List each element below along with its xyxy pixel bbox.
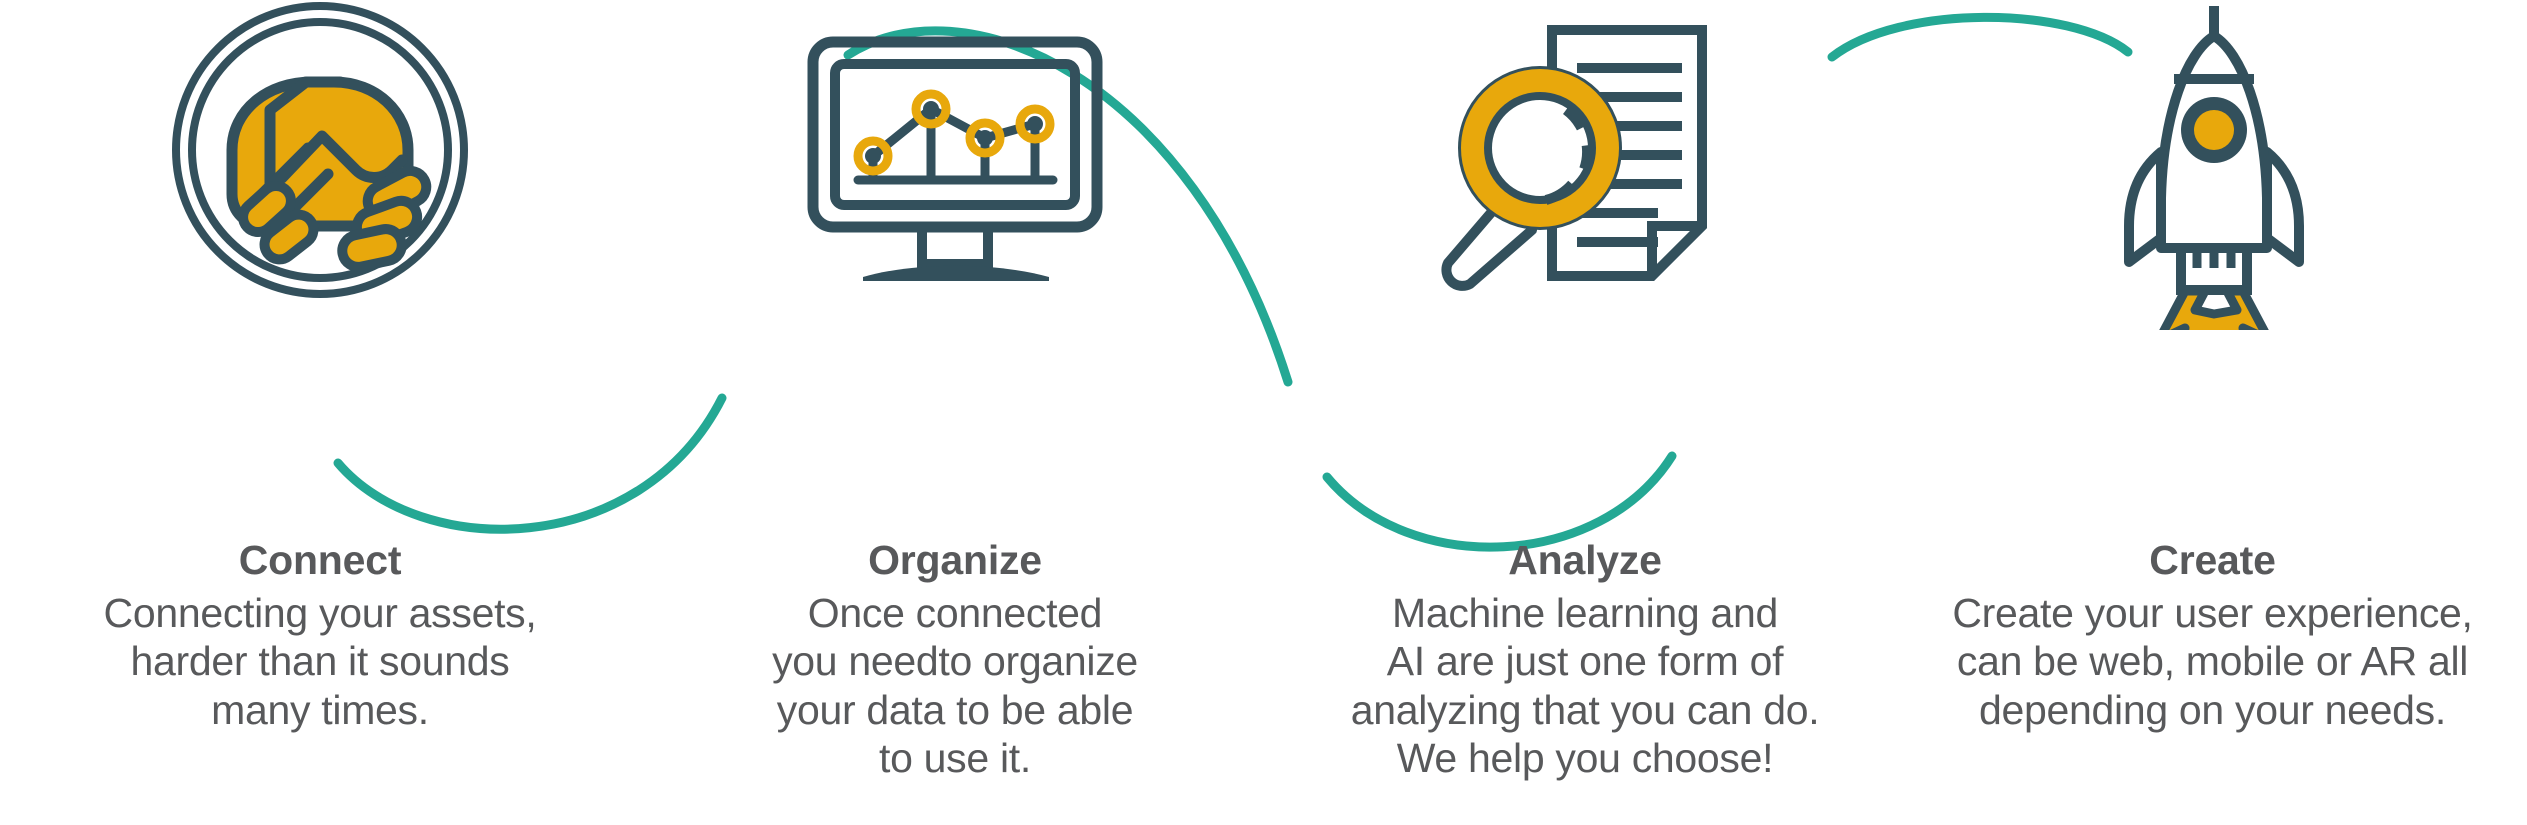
step-body-line: Connecting your assets,	[103, 590, 537, 636]
monitor-screen	[830, 59, 1080, 210]
handshake-circle-icon	[172, 2, 468, 298]
document-fold	[1647, 221, 1702, 276]
step-title-connect: Connect	[238, 537, 402, 583]
rocket-porthole	[2180, 97, 2247, 163]
inner-ring	[188, 18, 452, 282]
rocket-flame	[2158, 286, 2269, 330]
monitor-bezel	[807, 36, 1103, 233]
step-body-line: depending on your needs.	[1979, 686, 2446, 733]
step-body-line: AI are just one form of	[1386, 638, 1784, 685]
step-body-line: We help you choose!	[1396, 735, 1774, 782]
step-body-line: Machine learning and	[1391, 590, 1779, 636]
handshake-glyph	[226, 76, 432, 272]
step-title-organize: Organize	[868, 537, 1042, 583]
step-body-line: your data to be able	[776, 686, 1134, 733]
step-body-line: Once connected	[807, 590, 1103, 636]
rocket-launch-icon	[2123, 6, 2304, 330]
icon-row	[0, 0, 2527, 540]
rocket-fin-right	[2261, 147, 2304, 267]
magnifier-document-icon	[1441, 25, 1707, 291]
chart-markers	[853, 89, 1055, 176]
text-block-organize: Organize Once connected you needto organ…	[640, 540, 1270, 825]
step-body-line: to use it.	[879, 735, 1031, 782]
step-body-create: Create your user experience, can be web,…	[1898, 589, 2527, 734]
rocket-fin-left	[2123, 147, 2166, 267]
rocket-nozzle-ticks	[2192, 248, 2235, 268]
monitor-neck	[917, 222, 993, 269]
icon-cell-analyze	[1270, 0, 1900, 540]
magnifier-lens	[1458, 66, 1622, 230]
step-body-line: many times.	[211, 686, 429, 733]
step-body-analyze: Machine learning and AI are just one for…	[1268, 589, 1902, 783]
icon-cell-organize	[640, 0, 1270, 540]
step-body-line: analyzing that you can do.	[1350, 686, 1820, 733]
step-title-create: Create	[2149, 537, 2276, 583]
chart-series-line	[868, 104, 1040, 161]
step-title-analyze: Analyze	[1508, 537, 1662, 583]
step-body-connect: Connecting your assets, harder than it s…	[0, 589, 640, 734]
icon-cell-create	[1900, 0, 2527, 540]
step-body-organize: Once connected you needto organize your …	[640, 589, 1270, 783]
step-body-line: Create your user experience,	[1952, 590, 2473, 636]
step-body-line: you needto organize	[772, 638, 1138, 685]
outer-ring	[172, 2, 468, 298]
monitor-line-chart-icon	[807, 36, 1103, 281]
text-block-analyze: Analyze Machine learning and AI are just…	[1268, 540, 1902, 825]
step-body-line: can be web, mobile or AR all	[1956, 638, 2469, 685]
text-block-connect: Connect Connecting your assets, harder t…	[0, 540, 640, 825]
text-row: Connect Connecting your assets, harder t…	[0, 540, 2527, 825]
step-body-line: harder than it sounds	[130, 638, 510, 685]
monitor-base	[863, 265, 1049, 281]
icon-cell-connect	[0, 0, 640, 540]
text-block-create: Create Create your user experience, can …	[1898, 540, 2527, 825]
